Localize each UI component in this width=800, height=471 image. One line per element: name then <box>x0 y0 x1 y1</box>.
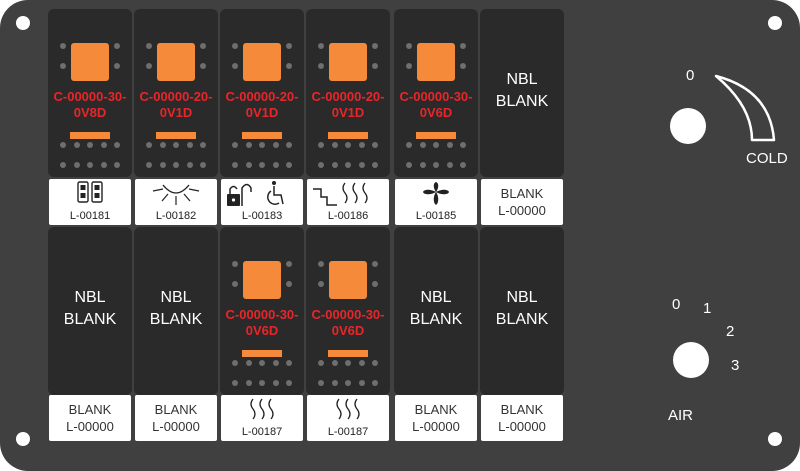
mounting-hole-bottom-left <box>16 432 30 446</box>
indicator-dots <box>232 162 292 168</box>
label-code: L-00187 <box>327 426 369 438</box>
nbl-blank-text: NBL BLANK <box>409 289 463 328</box>
nbl-blank-text: NBL BLANK <box>495 71 549 110</box>
rocker-switch-1[interactable]: C-00000-30- 0V8D <box>48 9 132 177</box>
switch-label-2: L-00182 <box>135 179 217 225</box>
blank-switch-11[interactable]: NBL BLANK <box>394 227 478 395</box>
lock-wheelchair-icon <box>227 181 284 206</box>
label-code: L-00186 <box>327 210 369 222</box>
temperature-zero-label: 0 <box>686 67 695 84</box>
blank-switch-7[interactable]: NBL BLANK <box>48 227 132 395</box>
indicator-dots <box>146 142 206 148</box>
indicator-lamp <box>71 43 109 81</box>
air-position-3: 3 <box>731 357 740 374</box>
indicator-bar <box>242 350 282 357</box>
indicator-dots <box>60 162 120 168</box>
rocker-switch-5[interactable]: C-00000-30- 0V6D <box>394 9 478 177</box>
indicator-lamp <box>157 43 195 81</box>
switch-label-8: BLANK L-00000 <box>135 395 217 441</box>
air-label: AIR <box>668 407 694 424</box>
indicator-dots <box>232 380 292 386</box>
blank-switch-8[interactable]: NBL BLANK <box>134 227 218 395</box>
indicator-bar <box>70 132 110 139</box>
indicator-dots <box>406 142 466 148</box>
nbl-blank-text: NBL BLANK <box>495 289 549 328</box>
rocker-switch-3[interactable]: C-00000-20- 0V1D <box>220 9 304 177</box>
label-blank-text: BLANK L-00000 <box>498 402 546 434</box>
indicator-bar <box>242 132 282 139</box>
air-position-1: 1 <box>703 300 712 317</box>
indicator-dots <box>232 142 292 148</box>
switch-label-7: BLANK L-00000 <box>49 395 131 441</box>
label-code: L-00187 <box>241 426 283 438</box>
indicator-bar <box>416 132 456 139</box>
rocker-switch-2[interactable]: C-00000-20- 0V1D <box>134 9 218 177</box>
temperature-knob[interactable] <box>670 108 706 144</box>
blank-switch-12[interactable]: NBL BLANK <box>480 227 564 395</box>
switch-label-9: L-00187 <box>221 395 303 441</box>
indicator-bar <box>328 350 368 357</box>
indicator-lamp <box>243 261 281 299</box>
indicator-dots <box>406 162 466 168</box>
rocker-switch-10[interactable]: C-00000-30- 0V6D <box>306 227 390 395</box>
switch-label-3: L-00183 <box>221 179 303 225</box>
switch-label-4: L-00186 <box>307 179 389 225</box>
heat-waves-icon <box>336 398 360 420</box>
double-socket-icon <box>77 181 103 203</box>
indicator-bar <box>328 132 368 139</box>
fan-icon <box>423 182 449 205</box>
indicator-bar <box>156 132 196 139</box>
switch-label-10: L-00187 <box>307 395 389 441</box>
label-blank-text: BLANK L-00000 <box>412 402 460 434</box>
indicator-lamp <box>243 43 281 81</box>
switch-label-12: BLANK L-00000 <box>481 395 563 441</box>
switch-label-5: L-00185 <box>395 179 477 225</box>
mounting-hole-top-left <box>16 16 30 30</box>
temperature-cold-label: COLD <box>746 150 788 167</box>
indicator-dots <box>232 360 292 366</box>
indicator-dots <box>318 162 378 168</box>
heat-waves-icon <box>250 398 274 420</box>
switch-code: C-00000-30- 0V8D <box>53 89 127 120</box>
label-code: L-00183 <box>241 210 283 222</box>
blank-switch-6[interactable]: NBL BLANK <box>480 9 564 177</box>
label-code: L-00181 <box>69 210 111 222</box>
switch-label-11: BLANK L-00000 <box>395 395 477 441</box>
step-heat-icon <box>313 182 368 206</box>
mounting-hole-bottom-right <box>768 432 782 446</box>
sun-light-icon <box>152 184 200 205</box>
indicator-dots <box>318 360 378 366</box>
switch-code: C-00000-20- 0V1D <box>139 89 213 120</box>
switch-code: C-00000-30- 0V6D <box>225 307 299 338</box>
rocker-switch-4[interactable]: C-00000-20- 0V1D <box>306 9 390 177</box>
indicator-lamp <box>417 43 455 81</box>
label-code: L-00182 <box>155 210 197 222</box>
indicator-dots <box>60 142 120 148</box>
indicator-lamp <box>329 43 367 81</box>
switch-code: C-00000-30- 0V6D <box>399 89 473 120</box>
switch-label-1: L-00181 <box>49 179 131 225</box>
label-code: L-00185 <box>415 210 457 222</box>
nbl-blank-text: NBL BLANK <box>149 289 203 328</box>
switch-code: C-00000-20- 0V1D <box>225 89 299 120</box>
label-blank-text: BLANK L-00000 <box>152 402 200 434</box>
indicator-dots <box>146 162 206 168</box>
indicator-lamp <box>329 261 367 299</box>
switch-code: C-00000-20- 0V1D <box>311 89 385 120</box>
label-blank-text: BLANK L-00000 <box>498 186 546 218</box>
rocker-switch-9[interactable]: C-00000-30- 0V6D <box>220 227 304 395</box>
air-position-0: 0 <box>672 296 681 313</box>
label-blank-text: BLANK L-00000 <box>66 402 114 434</box>
nbl-blank-text: NBL BLANK <box>63 289 117 328</box>
indicator-dots <box>318 142 378 148</box>
air-position-2: 2 <box>726 323 735 340</box>
air-knob[interactable] <box>673 342 709 378</box>
indicator-dots <box>318 380 378 386</box>
switch-code: C-00000-30- 0V6D <box>311 307 385 338</box>
switch-label-6: BLANK L-00000 <box>481 179 563 225</box>
mounting-hole-top-right <box>768 16 782 30</box>
